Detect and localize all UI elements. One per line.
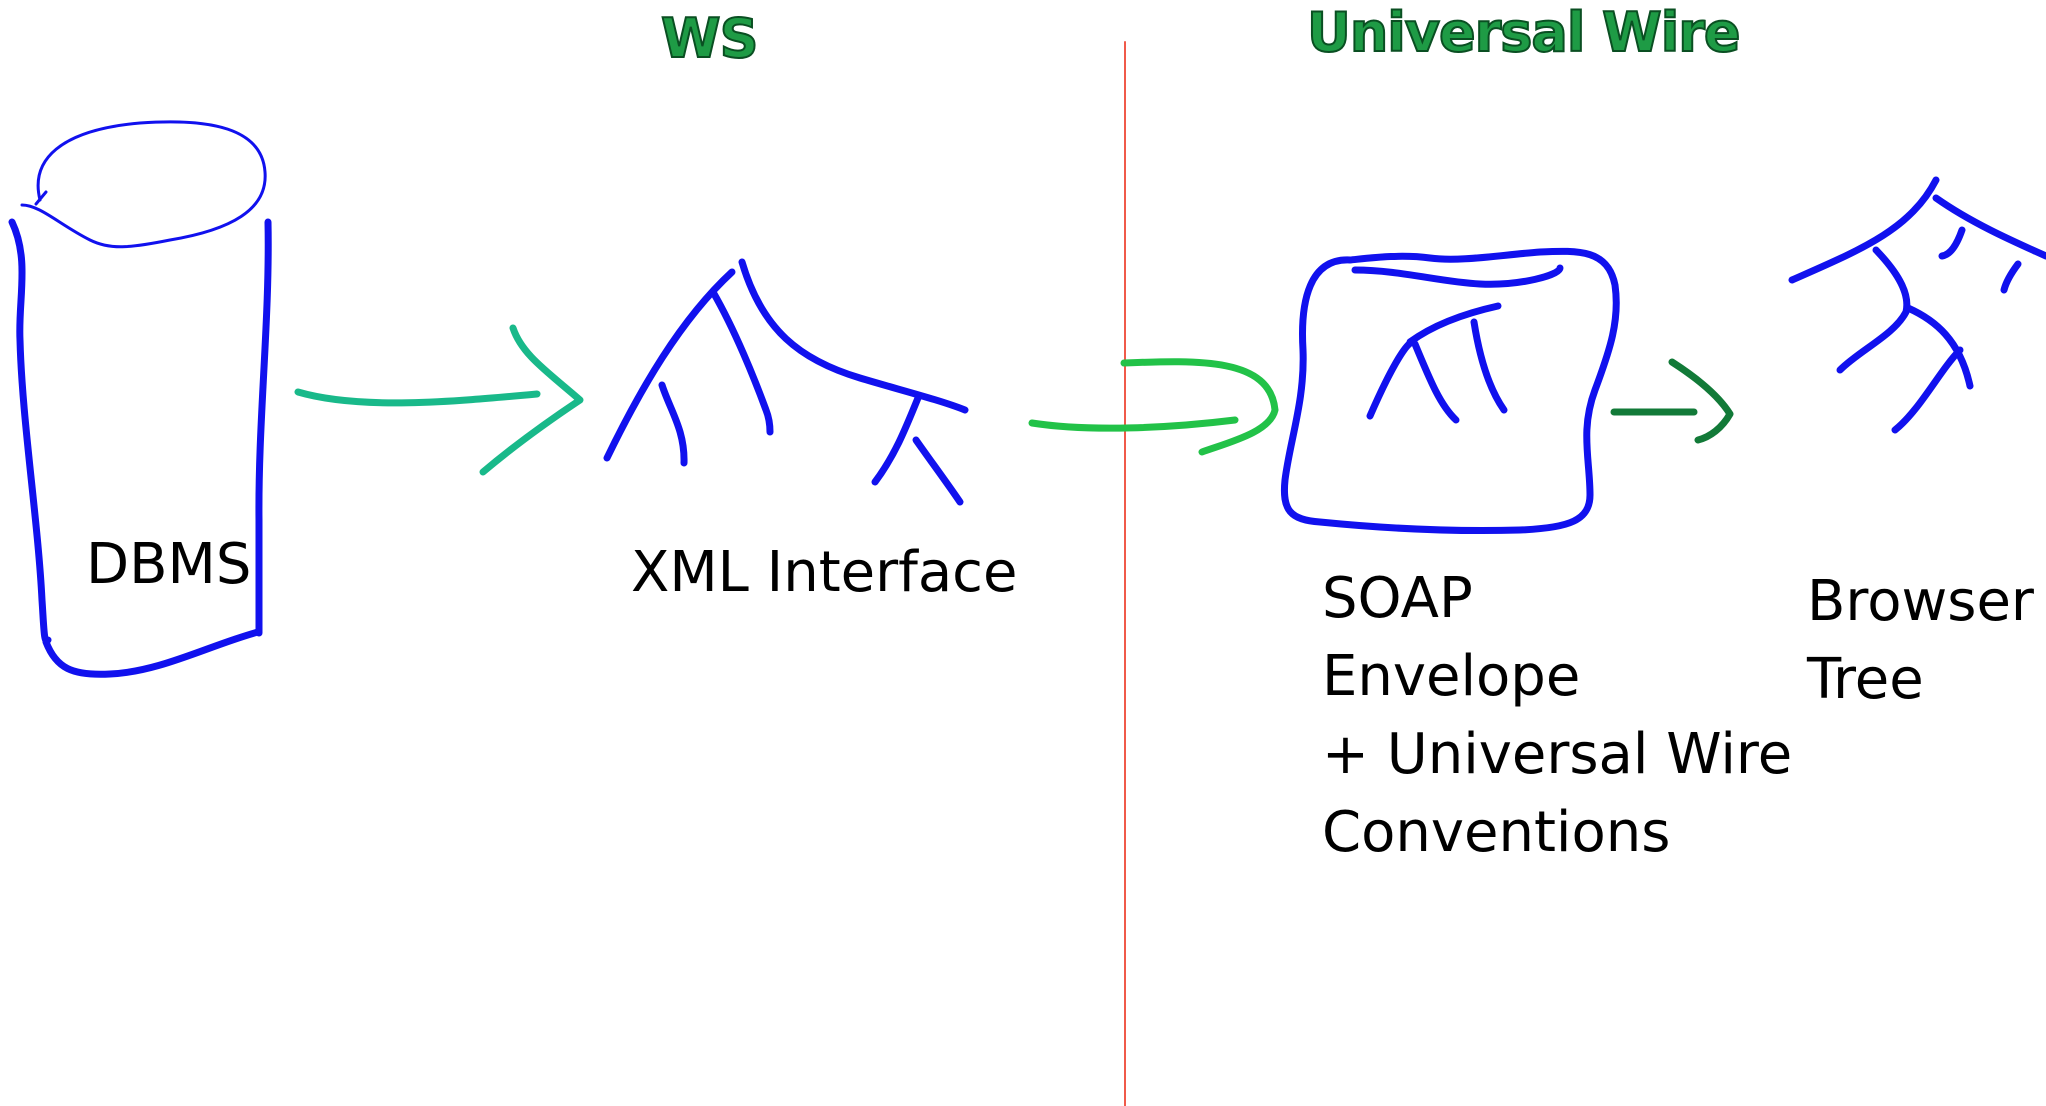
arrow-xml-to-soap-icon bbox=[1028, 358, 1279, 456]
arrow-dbms-to-xml-icon bbox=[294, 324, 584, 476]
arrow-soap-to-browser-icon bbox=[1610, 358, 1734, 444]
browser-tree-icon bbox=[1788, 176, 2046, 434]
soap-label-line: Envelope bbox=[1322, 644, 1581, 709]
universal-wire-heading: Universal Wire bbox=[1306, 1, 1741, 64]
dbms-label: DBMS bbox=[86, 532, 252, 597]
soap-label-line: Conventions bbox=[1322, 800, 1671, 865]
soap-label-line: SOAP bbox=[1322, 566, 1473, 631]
browser-tree-label: Browser Tree bbox=[1807, 563, 2034, 719]
soap-envelope-label: SOAP Envelope + Universal Wire Conventio… bbox=[1322, 560, 1792, 872]
xml-tree-icon bbox=[603, 258, 969, 506]
ws-heading: WS bbox=[660, 7, 759, 70]
browser-label-line: Tree bbox=[1807, 647, 1924, 712]
soap-label-line: + Universal Wire bbox=[1322, 722, 1793, 787]
soap-envelope-icon bbox=[1280, 247, 1620, 535]
xml-interface-label: XML Interface bbox=[631, 540, 1018, 605]
browser-label-line: Browser bbox=[1807, 569, 2034, 634]
dbms-cylinder-icon bbox=[8, 120, 272, 678]
